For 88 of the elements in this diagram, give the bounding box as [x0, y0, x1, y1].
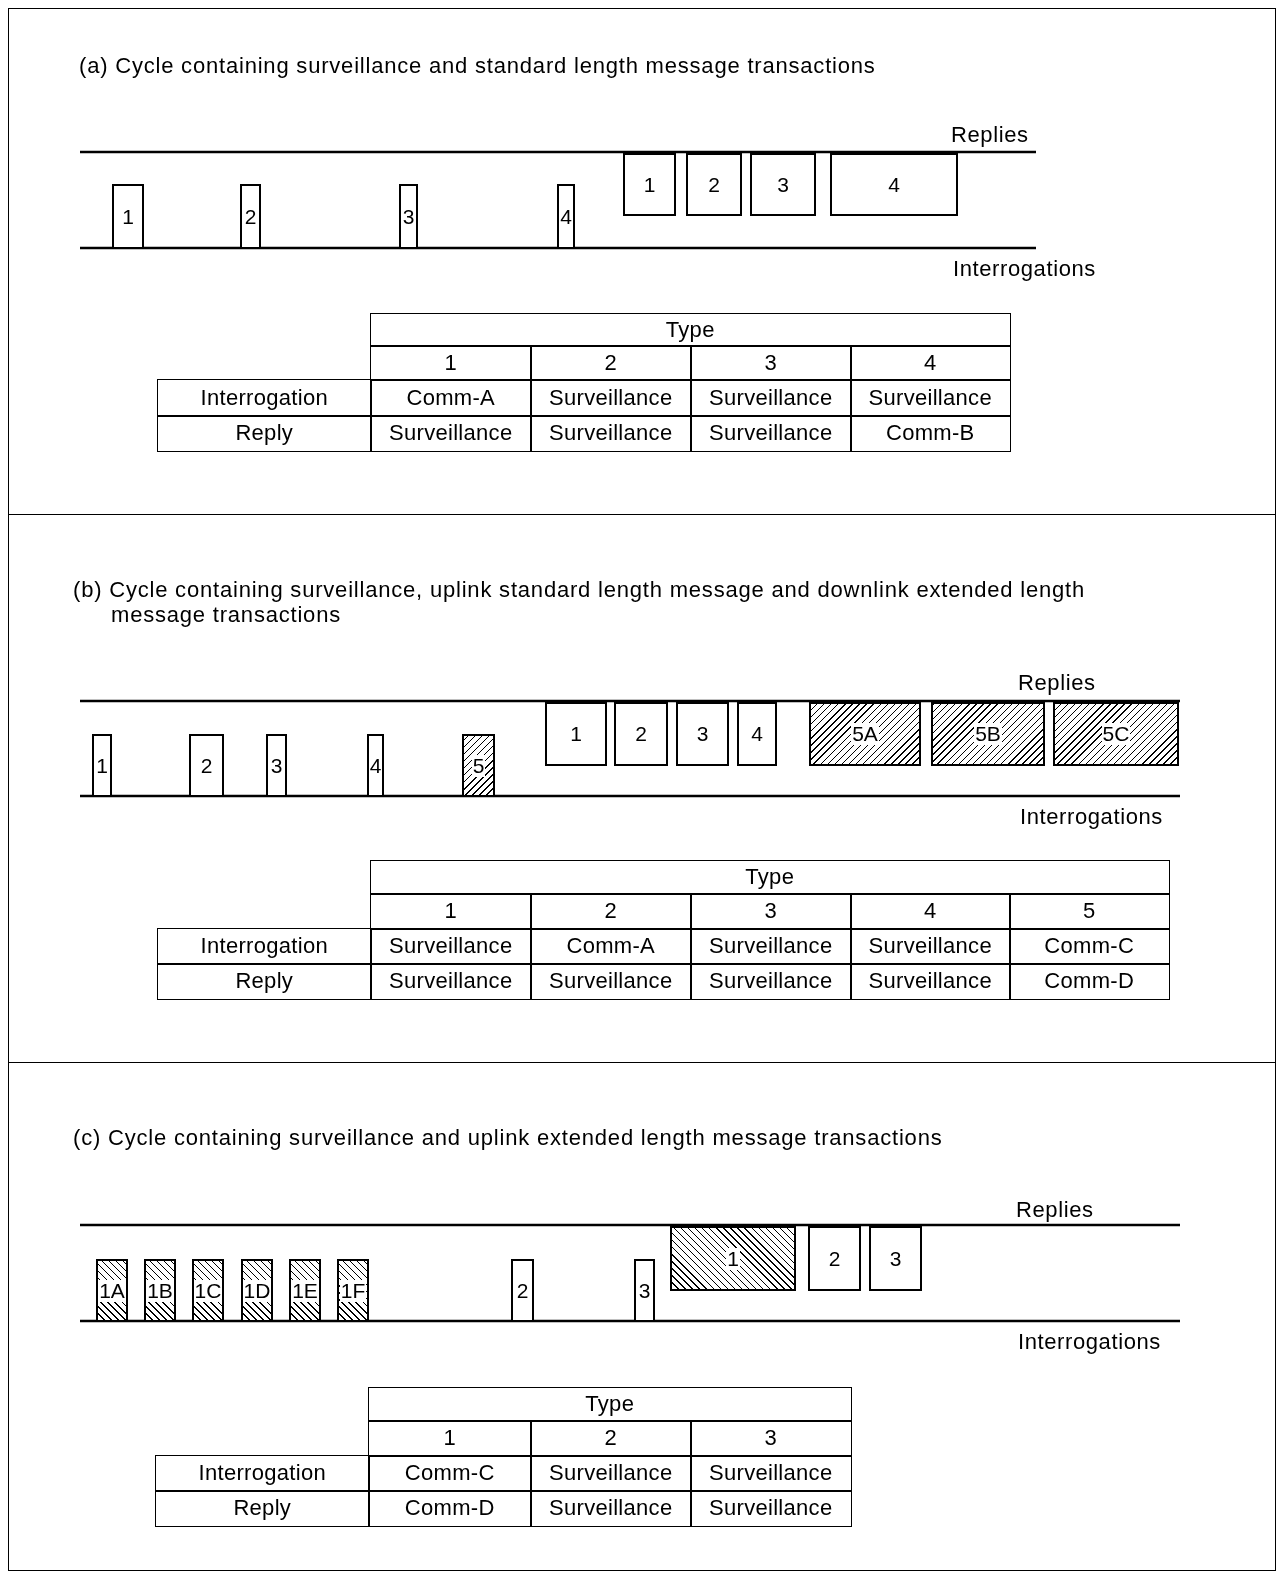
table-cell: 3: [690, 893, 852, 930]
pulse-box: 3: [676, 702, 729, 766]
axis-label: Replies: [1018, 670, 1096, 696]
table-cell: Surveillance: [370, 928, 532, 965]
pulse-box: 2: [686, 153, 742, 216]
row-header-cell: Interrogation: [155, 1455, 370, 1492]
pulse-box: 1: [623, 153, 676, 216]
pulse-box: 2: [614, 702, 668, 766]
hatched-pulse-box: 1E: [289, 1259, 321, 1322]
table-cell: Surveillance: [690, 963, 852, 1000]
table-cell: 5: [1009, 893, 1170, 930]
table-cell: Comm-D: [1009, 963, 1170, 1000]
table-cell: Comm-C: [1009, 928, 1170, 965]
axis-label: Interrogations: [953, 256, 1096, 282]
hatched-pulse-box: 1C: [192, 1259, 224, 1322]
table-cell: Surveillance: [690, 415, 852, 452]
hatched-pulse-box: 5C: [1053, 702, 1179, 766]
row-header-cell: Reply: [157, 963, 372, 1000]
pulse-box: 3: [634, 1259, 655, 1322]
pulse-box: 2: [511, 1259, 534, 1322]
row-header-cell: Reply: [155, 1490, 370, 1527]
hatched-pulse-box: 1A: [96, 1259, 128, 1322]
table-cell: 4: [850, 345, 1011, 381]
table-cell: Comm-C: [368, 1455, 532, 1492]
hatched-pulse-box: 5: [462, 734, 495, 797]
table-cell: Surveillance: [850, 963, 1011, 1000]
table-cell: Surveillance: [530, 1455, 692, 1492]
hatched-pulse-box: 5A: [809, 702, 921, 766]
pulse-box: 2: [240, 184, 261, 249]
axis-label: Replies: [951, 122, 1029, 148]
table-cell: 4: [850, 893, 1011, 930]
table-cell: Surveillance: [850, 379, 1011, 417]
table-cell: Surveillance: [530, 415, 692, 452]
table-cell: Surveillance: [690, 928, 852, 965]
row-header-cell: Interrogation: [157, 928, 372, 965]
table-cell: 2: [530, 345, 692, 381]
pulse-box: 2: [189, 734, 224, 797]
panel-title: (b) Cycle containing surveillance, uplink standard length message and downlink extended length message transactions: [73, 577, 1086, 627]
table-cell: Comm-B: [850, 415, 1011, 452]
hatched-pulse-box: 1B: [144, 1259, 176, 1322]
table-cell: 1: [368, 1420, 532, 1457]
axis-label: Interrogations: [1018, 1329, 1161, 1355]
pulse-box: 3: [869, 1226, 922, 1291]
table-cell: 1: [370, 893, 532, 930]
panel-title: (a) Cycle containing surveillance and standard length message transactions: [79, 53, 877, 78]
panel-title: (c) Cycle containing surveillance and uplink extended length message transactions: [73, 1125, 944, 1150]
panel-frame: [8, 514, 1276, 1063]
axis-label: Replies: [1016, 1197, 1094, 1223]
pulse-box: 2: [808, 1226, 861, 1291]
table-cell: 1: [370, 345, 532, 381]
pulse-box: 3: [750, 153, 816, 216]
row-header-cell: Reply: [157, 415, 372, 452]
panel-frame: [8, 8, 1276, 515]
pulse-box: 4: [830, 153, 958, 216]
table-cell: Type: [368, 1387, 852, 1422]
table-cell: Surveillance: [530, 1490, 692, 1527]
table-cell: Type: [370, 860, 1170, 895]
table-cell: Surveillance: [530, 379, 692, 417]
table-cell: 2: [530, 1420, 692, 1457]
pulse-box: 3: [399, 184, 418, 249]
table-cell: Comm-A: [530, 928, 692, 965]
table-cell: Surveillance: [690, 379, 852, 417]
row-header-cell: Interrogation: [157, 379, 372, 417]
table-cell: 3: [690, 1420, 852, 1457]
table-cell: Surveillance: [370, 415, 532, 452]
hatched-pulse-box: 1F: [337, 1259, 369, 1322]
table-cell: Surveillance: [850, 928, 1011, 965]
hatched-pulse-box: 5B: [931, 702, 1045, 766]
table-cell: Comm-A: [370, 379, 532, 417]
pulse-box: 3: [266, 734, 287, 797]
hatched-pulse-box: 1D: [241, 1259, 273, 1322]
table-cell: 2: [530, 893, 692, 930]
pulse-box: 4: [557, 184, 575, 249]
table-cell: Surveillance: [530, 963, 692, 1000]
hatched-pulse-box: 1: [670, 1226, 796, 1291]
table-cell: Surveillance: [690, 1455, 852, 1492]
table-cell: Surveillance: [690, 1490, 852, 1527]
axis-label: Interrogations: [1020, 804, 1163, 830]
table-cell: 3: [690, 345, 852, 381]
pulse-box: 4: [367, 734, 384, 797]
panel-frame: [8, 1062, 1276, 1571]
pulse-box: 1: [545, 702, 607, 766]
pulse-box: 4: [737, 702, 777, 766]
table-cell: Surveillance: [370, 963, 532, 1000]
table-cell: Comm-D: [368, 1490, 532, 1527]
table-cell: Type: [370, 313, 1011, 347]
pulse-box: 1: [92, 734, 112, 797]
pulse-box: 1: [112, 184, 144, 249]
